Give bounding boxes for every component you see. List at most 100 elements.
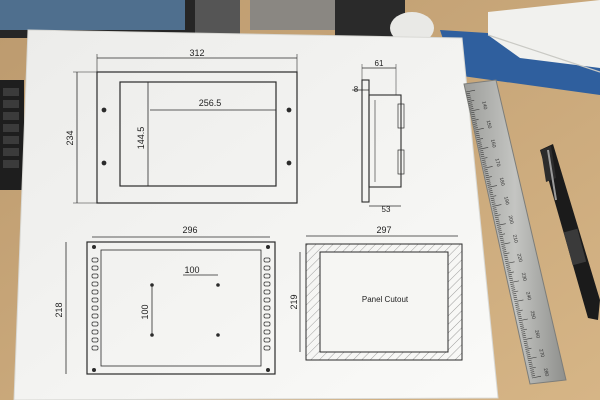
ruler-tick	[520, 325, 524, 327]
ruler-tick	[478, 144, 482, 146]
ruler-tick	[530, 371, 535, 373]
ruler-tick	[513, 298, 518, 301]
ruler-tick	[494, 213, 498, 215]
ruler-tick	[495, 220, 500, 222]
ruler-tick	[497, 228, 502, 230]
ruler-number: 190	[502, 196, 510, 206]
ruler-tick	[483, 165, 487, 167]
ruler-tick	[474, 128, 484, 131]
ruler-tick	[527, 356, 531, 358]
side-depth-label: 61	[375, 59, 384, 68]
ruler-tick	[483, 169, 488, 171]
cutout-width-label: 297	[376, 225, 391, 235]
ruler-tick	[491, 199, 495, 201]
front-height-label: 234	[65, 130, 75, 145]
rear-vent-slots-right	[263, 257, 271, 351]
ruler-number: 200	[507, 215, 515, 225]
rear-height-label: 218	[54, 302, 64, 317]
ruler-tick	[508, 275, 513, 278]
ruler-tick	[524, 346, 529, 348]
ruler-tick	[491, 203, 496, 205]
ruler-tick	[521, 331, 525, 333]
ruler-tick	[507, 270, 511, 272]
ruler-number: 280	[542, 368, 550, 378]
ruler-tick	[522, 335, 526, 337]
ruler-tick	[524, 344, 529, 346]
ruler-tick	[479, 150, 484, 152]
ruler-ticks	[465, 89, 542, 379]
ruler-tick	[510, 283, 514, 285]
ruler-tick	[517, 315, 522, 318]
ruler-tick	[520, 327, 525, 329]
mug	[390, 12, 434, 44]
ruler-tick	[527, 359, 532, 362]
keyboard-keys	[3, 88, 19, 168]
front-width-label: 312	[189, 48, 204, 58]
steel-ruler: 1401501601701801902002102202302402502602…	[463, 79, 567, 385]
cutout-title: Panel Cutout	[362, 295, 409, 304]
ruler-tick	[487, 182, 491, 184]
ruler-tick	[501, 242, 511, 245]
ruler-tick	[507, 271, 514, 274]
ruler-tick	[517, 314, 522, 316]
ruler-tick	[501, 245, 506, 247]
ruler-tick	[492, 207, 497, 209]
ruler-tick	[476, 134, 480, 137]
ruler-tick	[519, 323, 524, 325]
hole-spacing-y-label: 100	[140, 304, 150, 319]
ruler-tick	[485, 176, 492, 179]
ruler-tick	[495, 218, 500, 221]
ruler-tick	[465, 89, 476, 93]
ruler-tick	[466, 94, 471, 97]
ruler-tick	[496, 222, 500, 224]
ruler-tick	[479, 147, 489, 150]
ruler-tick	[481, 157, 488, 160]
ruler-tick	[515, 306, 520, 308]
ruler-tick	[489, 193, 494, 196]
ballpoint-pen	[540, 144, 600, 320]
ruler-number: 210	[511, 234, 519, 244]
ruler-tick	[470, 111, 475, 114]
side-body-depth-label: 53	[382, 205, 391, 214]
ruler-number: 250	[529, 310, 537, 320]
ruler-tick	[514, 302, 519, 304]
side-view	[352, 64, 405, 207]
ruler-number: 160	[489, 139, 497, 149]
ruler-tick	[525, 347, 532, 350]
cutout-opening	[319, 251, 449, 353]
rear-mount-holes	[92, 245, 270, 372]
ruler-tick	[515, 304, 519, 306]
ruler-number: 240	[524, 291, 532, 301]
ruler-tick	[469, 104, 473, 106]
ruler-tick	[509, 280, 520, 283]
ruler-tick	[494, 216, 499, 219]
front-bezel	[96, 71, 298, 204]
ruler-tick	[504, 256, 508, 259]
ruler-tick	[477, 140, 481, 142]
ruler-tick	[497, 226, 501, 228]
ruler-number: 140	[480, 101, 488, 111]
ruler-tick	[492, 204, 502, 207]
front-view	[73, 54, 298, 204]
hole-spacing-x-label: 100	[184, 265, 199, 275]
ruler-tick	[503, 254, 508, 257]
ruler-tick	[513, 295, 517, 297]
ruler-tick	[486, 180, 491, 182]
ruler-tick	[502, 247, 506, 249]
ruler-tick	[483, 166, 493, 169]
ruler-tick	[528, 363, 533, 365]
ruler-body	[463, 79, 567, 385]
rear-inner	[100, 249, 262, 367]
ruler-tick	[531, 375, 542, 379]
ruler-tick	[481, 159, 486, 161]
ruler-number: 150	[485, 120, 493, 130]
ruler-tick	[531, 373, 535, 375]
ruler-tick	[527, 356, 537, 360]
ruler-tick	[480, 153, 485, 156]
ruler-tick	[482, 163, 487, 165]
ruler-tick	[482, 161, 486, 163]
ruler-tick	[528, 361, 533, 364]
ruler-tick	[498, 230, 502, 232]
cutout-view	[299, 235, 463, 361]
ruler-number: 270	[537, 349, 545, 359]
